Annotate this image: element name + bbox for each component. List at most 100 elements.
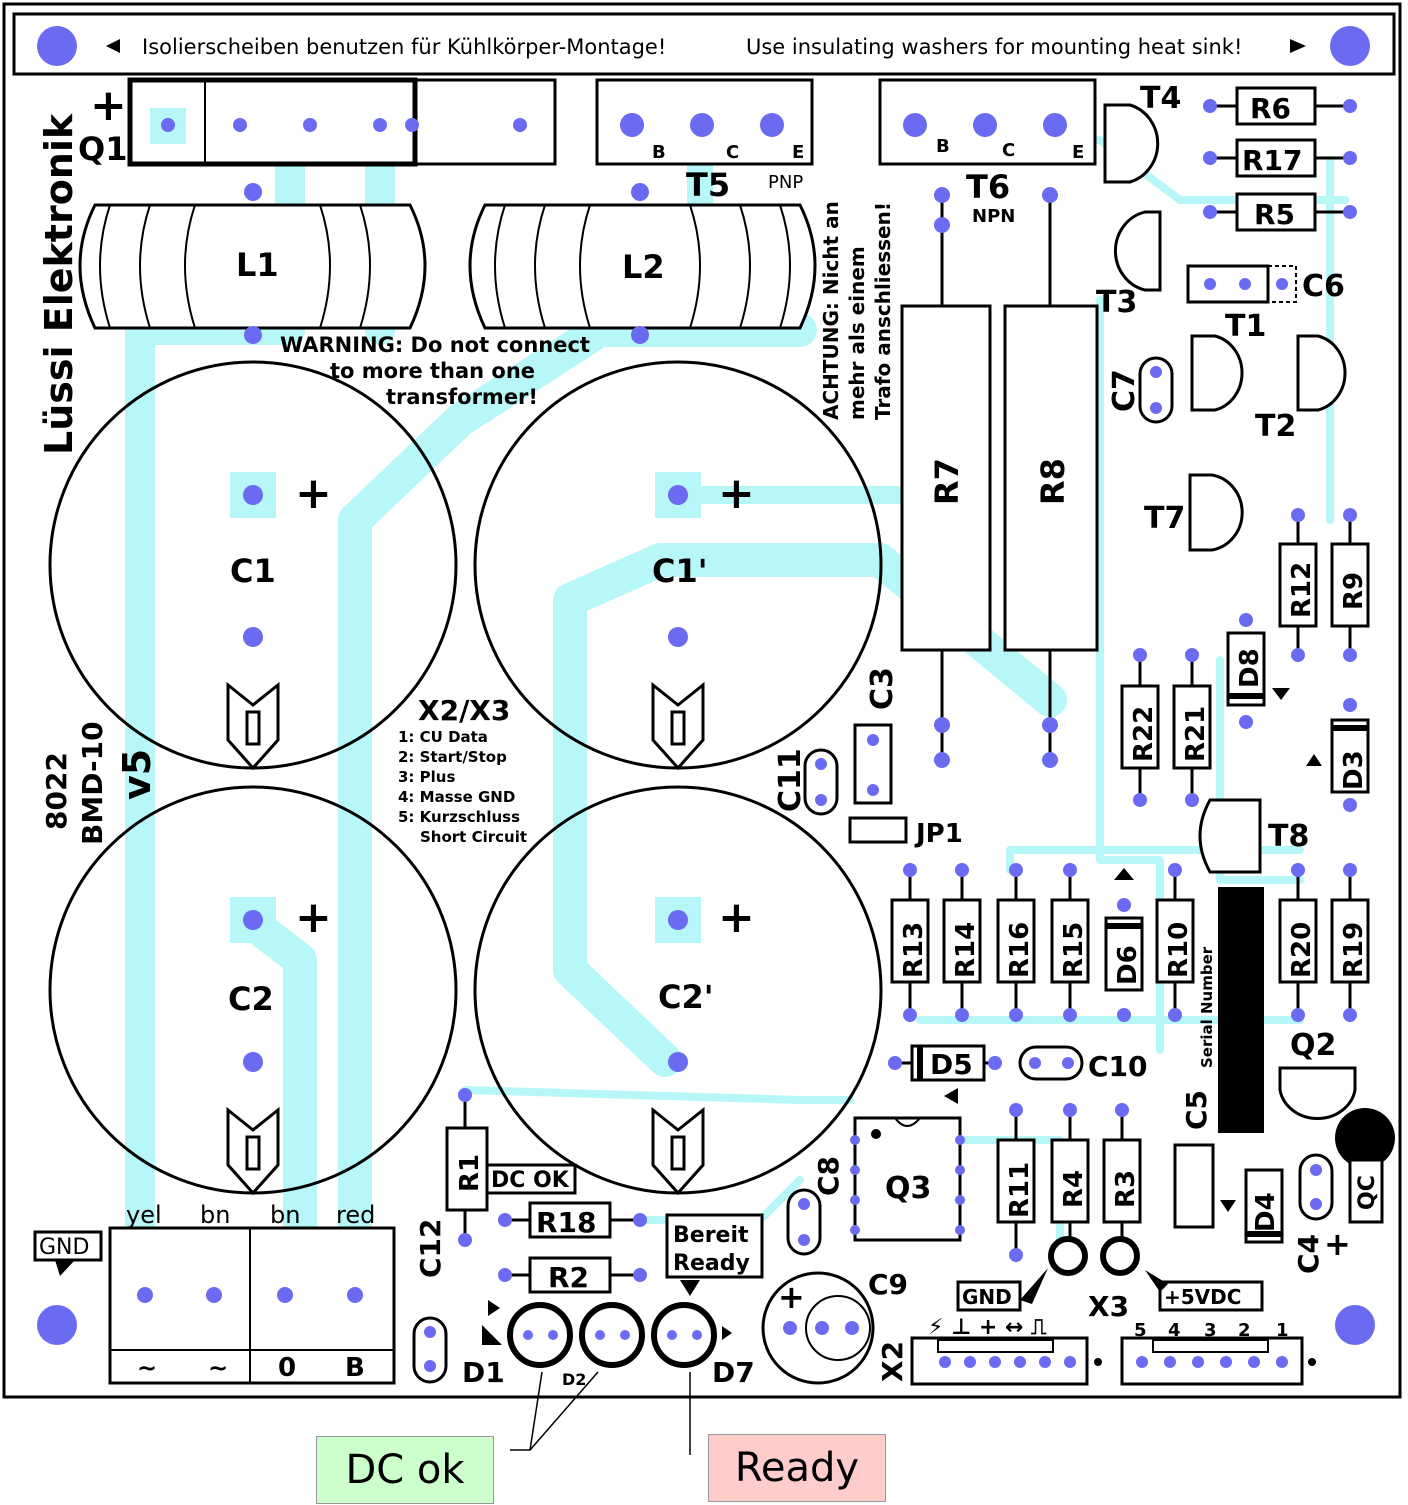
- label-c8: C8: [812, 1156, 845, 1196]
- resistor-r20: [1278, 863, 1318, 1022]
- transistor-q2: [1278, 1066, 1357, 1120]
- capacitor-c5: [1173, 1143, 1215, 1229]
- component-qc: [1348, 1158, 1384, 1224]
- capacitor-c11: [803, 748, 839, 816]
- label-t1: T1: [1225, 309, 1266, 344]
- legend-item-3: 3: Plus: [398, 768, 455, 786]
- terminal-bottom-2: ~: [208, 1354, 228, 1382]
- label-gnd-tp: GND: [962, 1285, 1012, 1309]
- resistor-r22: [1120, 648, 1160, 807]
- warning-de-line2: mehr als einem: [845, 246, 869, 420]
- resistor-r6: [1203, 86, 1357, 126]
- label-dc-ok: DC OK: [491, 1168, 570, 1193]
- label-r2: R2: [548, 1261, 589, 1294]
- resistor-r9: [1330, 508, 1370, 662]
- capacitor-c1: [48, 360, 458, 771]
- label-d1: D1: [462, 1356, 505, 1389]
- label-qc: QC: [1355, 1175, 1380, 1210]
- led-d1: [482, 1300, 573, 1368]
- mounting-hole-bottom-right: [1335, 1305, 1375, 1345]
- label-d5: D5: [930, 1048, 973, 1081]
- transistor-t4: [1103, 103, 1160, 184]
- label-d2: D2: [562, 1370, 586, 1389]
- label-r10: R10: [1164, 922, 1194, 978]
- transistor-t3: [1114, 210, 1162, 292]
- label-c10: C10: [1088, 1050, 1148, 1083]
- resistor-r3: [1102, 1103, 1142, 1240]
- model-version: v5: [115, 749, 159, 800]
- mounting-hole-bottom-left: [37, 1305, 77, 1345]
- label-d8: D8: [1235, 648, 1265, 688]
- diode-d3: [1306, 698, 1370, 812]
- legend-item-4: 4: Masse GND: [398, 788, 515, 806]
- callout-ready: Ready: [708, 1434, 886, 1502]
- label-c7: C7: [1107, 369, 1142, 412]
- led-d7: [651, 1302, 732, 1368]
- test-point-5v: [1100, 1236, 1140, 1276]
- svg-text:+: +: [718, 892, 755, 943]
- svg-text:+: +: [718, 468, 755, 519]
- capacitor-c2-prime: [473, 785, 883, 1196]
- terminal-top-3: bn: [270, 1201, 300, 1229]
- arrow-right-icon: [1290, 39, 1306, 53]
- label-r18: R18: [536, 1206, 597, 1239]
- label-r12: R12: [1287, 562, 1317, 618]
- svg-text:+: +: [1324, 1225, 1351, 1263]
- label-r7: R7: [928, 458, 966, 505]
- diode-d6: [1104, 868, 1144, 1022]
- x3-pin-2: 2: [1238, 1320, 1251, 1341]
- resistor-r17: [1203, 138, 1357, 178]
- terminal-bottom-1: ~: [137, 1354, 157, 1382]
- jumper-jp1: [848, 816, 908, 844]
- label-d6: D6: [1113, 945, 1143, 985]
- x3-pin-1: 1: [1276, 1320, 1289, 1341]
- label-t7: T7: [1144, 501, 1185, 536]
- serial-number-field: [1218, 887, 1264, 1133]
- label-ready: Ready: [673, 1251, 750, 1276]
- capacitor-c4: [1298, 1153, 1334, 1221]
- label-d4: D4: [1251, 1192, 1281, 1232]
- label-c11: C11: [773, 748, 808, 812]
- capacitor-c10: [1018, 1045, 1084, 1081]
- test-point-gnd: [1048, 1236, 1088, 1276]
- capacitor-c8: [786, 1188, 822, 1256]
- svg-text:E: E: [792, 142, 804, 163]
- q1-footprint: [128, 78, 557, 166]
- label-t5: T5: [686, 166, 730, 204]
- label-r13: R13: [899, 922, 929, 978]
- svg-text:+: +: [295, 892, 332, 943]
- label-r20: R20: [1287, 922, 1317, 978]
- label-r21: R21: [1181, 706, 1211, 762]
- label-l1: L1: [236, 246, 279, 284]
- label-t3: T3: [1096, 285, 1137, 320]
- label-c2-prime: C2': [658, 978, 714, 1016]
- legend-item-1: 1: CU Data: [398, 728, 488, 746]
- led-d2: [579, 1302, 645, 1368]
- connector-x3: [1120, 1336, 1316, 1386]
- label-x3: X3: [1088, 1290, 1129, 1323]
- label-t6: T6: [966, 168, 1010, 206]
- legend-item-2: 2: Start/Stop: [398, 748, 507, 766]
- svg-text:⚡ ⊥ + ↔ ⎍: ⚡ ⊥ + ↔ ⎍: [928, 1315, 1047, 1340]
- label-r5: R5: [1254, 198, 1295, 231]
- banner-text-de: Isolierscheiben benutzen für Kühlkörper-…: [142, 35, 666, 59]
- label-pnp: PNP: [768, 172, 803, 193]
- resistor-r1: [445, 1088, 489, 1247]
- heat-sink-dot: [1335, 1108, 1395, 1168]
- label-l2: L2: [622, 248, 665, 286]
- legend-item-5b: Short Circuit: [420, 828, 527, 846]
- svg-text:+: +: [90, 80, 127, 131]
- label-r14: R14: [951, 922, 981, 978]
- label-c5: C5: [1180, 1090, 1213, 1130]
- label-serial-number: Serial Number: [1198, 946, 1216, 1068]
- callout-dc-ok: DC ok: [316, 1436, 494, 1504]
- label-t4: T4: [1140, 81, 1181, 116]
- label-c1: C1: [230, 552, 276, 590]
- svg-text:+: +: [295, 468, 332, 519]
- label-r22: R22: [1129, 706, 1159, 762]
- warning-de-line3: Trafo anschliessen!: [871, 202, 895, 420]
- banner-box: [12, 12, 1396, 76]
- terminal-block: [108, 1226, 396, 1385]
- label-npn: NPN: [972, 206, 1015, 227]
